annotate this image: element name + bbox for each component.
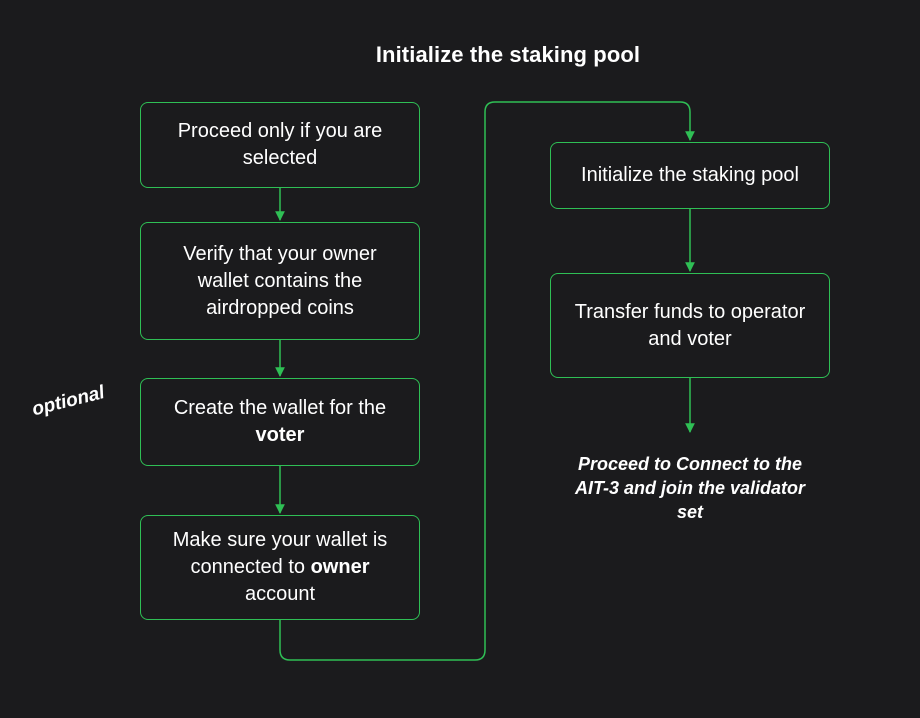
step-text-segment: Transfer funds to operator and voter	[574, 300, 806, 350]
step-box-connect-owner-account: Make sure your wallet is connected to ow…	[140, 515, 420, 620]
step-box-proceed-if-selected: Proceed only if you are selected	[140, 102, 420, 188]
step-text-segment: Make sure your wallet is connected to	[172, 529, 388, 578]
step-text: Transfer funds to operator and voter	[565, 299, 815, 353]
step-text-segment: Create the wallet for the	[173, 397, 387, 419]
final-note: Proceed to Connect to the AIT-3 and join…	[574, 454, 806, 522]
step-text: Make sure your wallet is connected to ow…	[155, 527, 405, 608]
step-text-segment: Verify that your owner wallet contains t…	[183, 242, 377, 319]
diagram-title: Initialize the staking pool	[375, 42, 641, 67]
step-text-emphasis: owner	[310, 556, 370, 578]
step-box-transfer-funds: Transfer funds to operator and voter	[550, 273, 830, 378]
step-text: Initialize the staking pool	[581, 162, 799, 189]
step-box-verify-owner-wallet: Verify that your owner wallet contains t…	[140, 222, 420, 340]
step-box-initialize-staking-pool: Initialize the staking pool	[550, 142, 830, 209]
step-text-segment: Proceed only if you are selected	[177, 120, 383, 169]
step-box-create-voter-wallet: Create the wallet for the voter	[140, 378, 420, 466]
step-text-segment: account	[244, 583, 316, 605]
step-text-emphasis: voter	[255, 424, 305, 446]
arrow-step4-to-step5	[279, 101, 695, 661]
step-text: Verify that your owner wallet contains t…	[155, 241, 405, 322]
step-text: Proceed only if you are selected	[155, 118, 405, 172]
step-text: Create the wallet for the voter	[155, 395, 405, 449]
step-text-segment: Initialize the staking pool	[581, 164, 799, 186]
